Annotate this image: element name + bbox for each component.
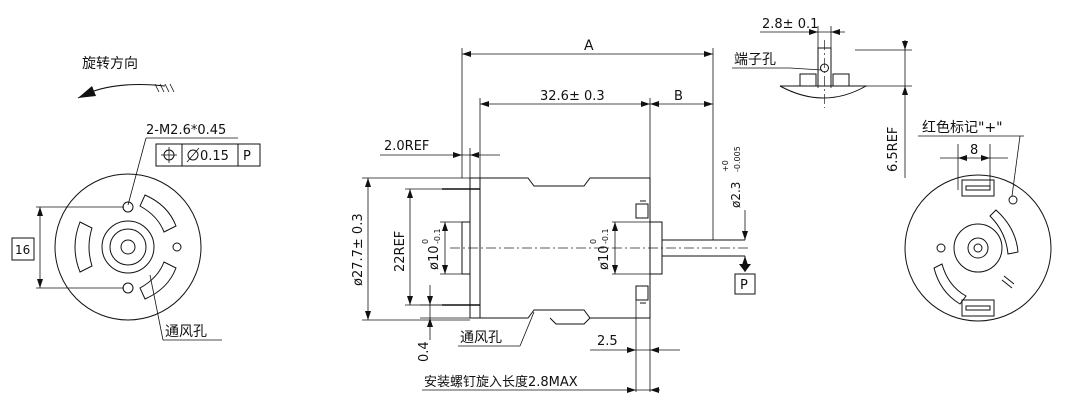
right-shaft: [973, 243, 983, 253]
rotation-label: 旋转方向: [82, 56, 138, 72]
rotation-arrowhead-icon: [78, 86, 96, 98]
dim10a-label: ø10: [427, 246, 442, 271]
right-boss-outer: [953, 223, 1003, 273]
dim10b-tol-lower: -0.1: [601, 228, 610, 244]
right-vent-small: [1001, 275, 1015, 289]
dim23-tol-lower: -0.005: [733, 146, 742, 172]
red-mark-label: 红色标记"+": [922, 119, 1003, 136]
dimB-label: B: [674, 89, 683, 104]
dim10b-label: ø10: [597, 246, 612, 271]
dim04-label: 0.4: [417, 341, 432, 362]
vent-mid-label: 通风孔: [460, 330, 502, 346]
right-vent-upper: [989, 209, 1019, 255]
dim326-arrows-icon: [480, 101, 713, 107]
screw-note-arrows-icon: [627, 387, 659, 393]
dim8-label: 8: [970, 143, 978, 158]
terminal-detail: 2.8± 0.1 端子孔 6.5REF: [732, 17, 912, 178]
dim16-label: 16: [15, 243, 30, 257]
brush-holder-top: [961, 179, 995, 197]
brush-holder-bottom: [961, 299, 995, 317]
dim04-arrows-icon: [427, 296, 433, 327]
right-end-view: 红色标记"+" 8: [904, 119, 1052, 322]
brush-top-contact: [965, 185, 991, 191]
vent-slot-bottom-right: [139, 261, 177, 300]
dim10b-tol-upper: 0: [589, 239, 598, 244]
terminal-body-arc: [779, 85, 868, 99]
fcf-box: 0.15 P: [155, 143, 261, 167]
dim326-label: 32.6± 0.3: [540, 89, 605, 104]
dim10a-tol-upper: 0: [421, 239, 430, 244]
brush-bottom-contact: [965, 305, 991, 311]
left-boss-outer: [101, 220, 155, 274]
small-hole-right: [172, 242, 182, 252]
terminal-hole-leader: [789, 67, 823, 71]
dim10a-tol-lower: -0.1: [433, 228, 442, 244]
left-motor-outline: [54, 173, 202, 321]
right-motor-outline: [904, 174, 1052, 322]
datum-triangle-icon: [739, 264, 751, 272]
screw-note: 安装螺钉旋入长度2.8MAX: [424, 374, 578, 390]
vent-slot-left: [74, 221, 93, 273]
side-view: A 32.6± 0.3 B 2.0REF ø27.7± 0.3 22REF ø1…: [351, 38, 756, 393]
diameter-symbol-icon: [187, 149, 199, 161]
dim23-label: ø2.3: [729, 182, 743, 208]
left-end-view: 旋转方向 2-M2.6*0.45 0.15 P: [11, 56, 261, 341]
dim23-tol-upper: +0: [721, 160, 730, 172]
plus-mark-dot: [1008, 195, 1018, 205]
dimA-label: A: [584, 38, 594, 54]
dim28-arrows-icon: [809, 29, 840, 35]
left-boss-inner: [109, 228, 147, 266]
fcf-value: 0.15: [200, 149, 229, 164]
dim28-label: 2.8± 0.1: [762, 17, 818, 32]
left-shaft: [120, 239, 136, 255]
vent-mid-leader: [519, 311, 535, 347]
dim25-label: 2.5: [597, 334, 618, 349]
right-boss-inner: [967, 237, 989, 259]
thread-label: 2-M2.6*0.45: [146, 123, 226, 138]
datum-box: [734, 273, 756, 295]
dim277-label: ø27.7± 0.3: [351, 213, 366, 286]
dim20-arrows-icon: [453, 152, 479, 158]
rotation-hatch-icon: [154, 83, 175, 93]
mount-hole-bottom: [122, 282, 134, 294]
front-screw-top: [635, 200, 649, 219]
vent-slot-top-right: [139, 194, 177, 233]
bottom-tab: [549, 317, 591, 325]
terminal-hole-label: 端子孔: [734, 52, 776, 68]
vent-left-leader: [149, 274, 164, 341]
dim8-arrows-icon: [958, 155, 990, 161]
dim65-label: 6.5REF: [886, 127, 901, 172]
right-vent-lower: [933, 263, 967, 305]
thread-leader-diag: [127, 137, 147, 206]
dim20-label: 2.0REF: [384, 139, 429, 154]
front-screw-bottom: [635, 285, 649, 304]
red-mark-leader: [1011, 135, 1021, 197]
dim16-arrows-icon: [37, 207, 43, 288]
vent-left-label: 通风孔: [165, 324, 207, 340]
dim25-arrows-icon: [627, 347, 659, 353]
fcf-datum: P: [243, 149, 251, 164]
dim22-label: 22REF: [393, 231, 408, 272]
right-small-hole: [936, 243, 946, 253]
datum-label: P: [740, 278, 748, 293]
dim16-box: [11, 237, 35, 261]
